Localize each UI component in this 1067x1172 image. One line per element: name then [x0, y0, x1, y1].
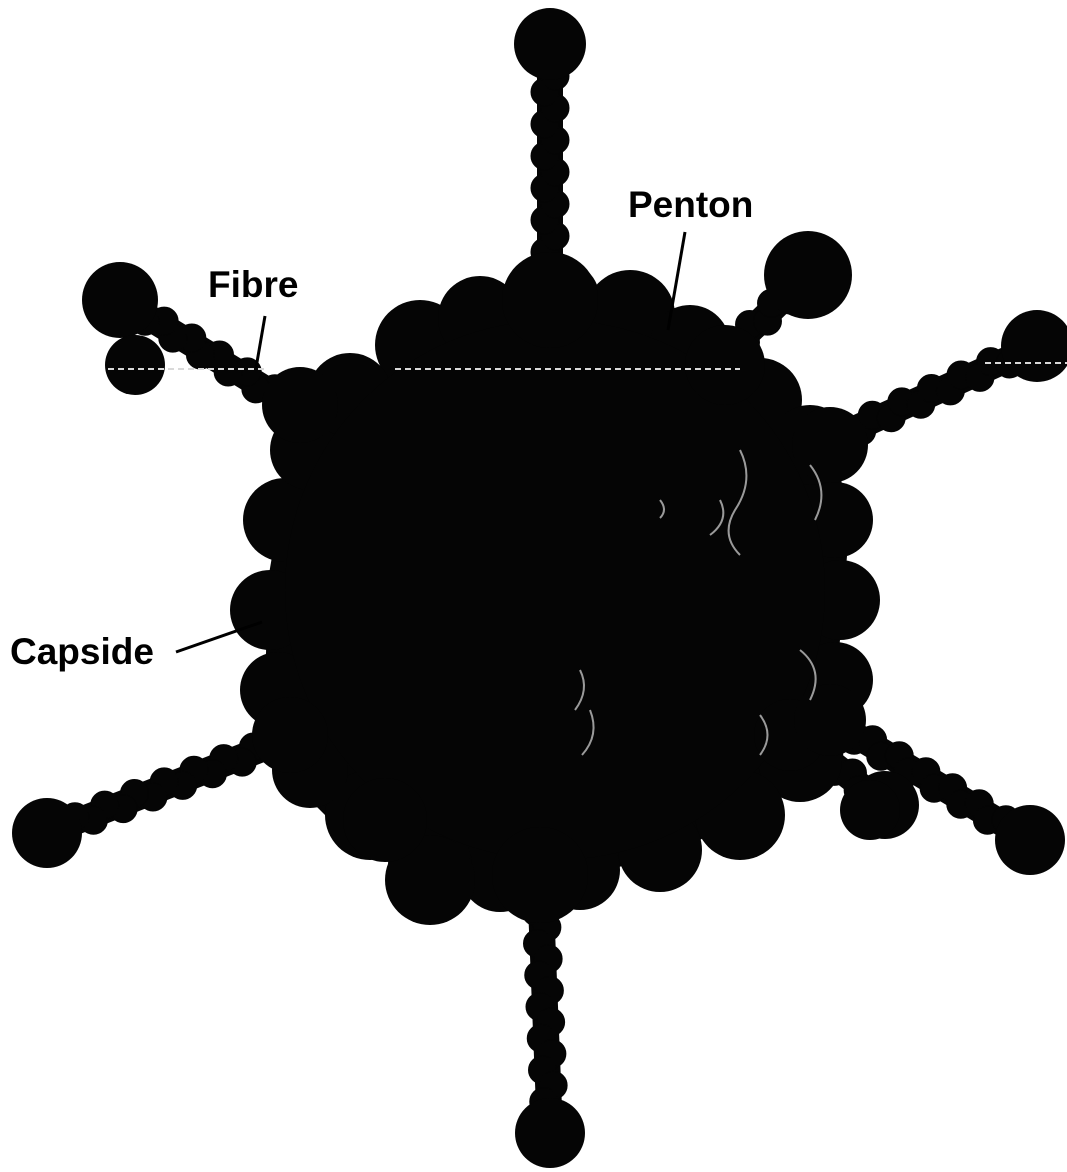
fibre-leader-line: [256, 316, 265, 368]
penton-base: [502, 252, 598, 348]
fibre-knob: [514, 8, 586, 80]
capsid-body: [230, 260, 880, 912]
penton-base: [792, 407, 868, 483]
penton-base: [262, 367, 338, 443]
penton-base: [105, 335, 165, 395]
capside-label: Capside: [10, 633, 154, 670]
penton-base: [343, 778, 427, 862]
penton-base: [840, 780, 900, 840]
fibre-knob: [515, 1098, 585, 1168]
fibre-label: Fibre: [208, 266, 298, 303]
fibre-knob: [995, 805, 1065, 875]
penton-base: [685, 325, 765, 405]
penton-base: [492, 827, 588, 923]
fibre-knob: [764, 231, 852, 319]
penton-base: [252, 697, 328, 773]
capsid-core: [285, 320, 825, 860]
fibre-knob: [82, 262, 158, 338]
penton-base: [794, 684, 866, 756]
penton-label: Penton: [628, 186, 753, 223]
fibre-knob: [12, 798, 82, 868]
